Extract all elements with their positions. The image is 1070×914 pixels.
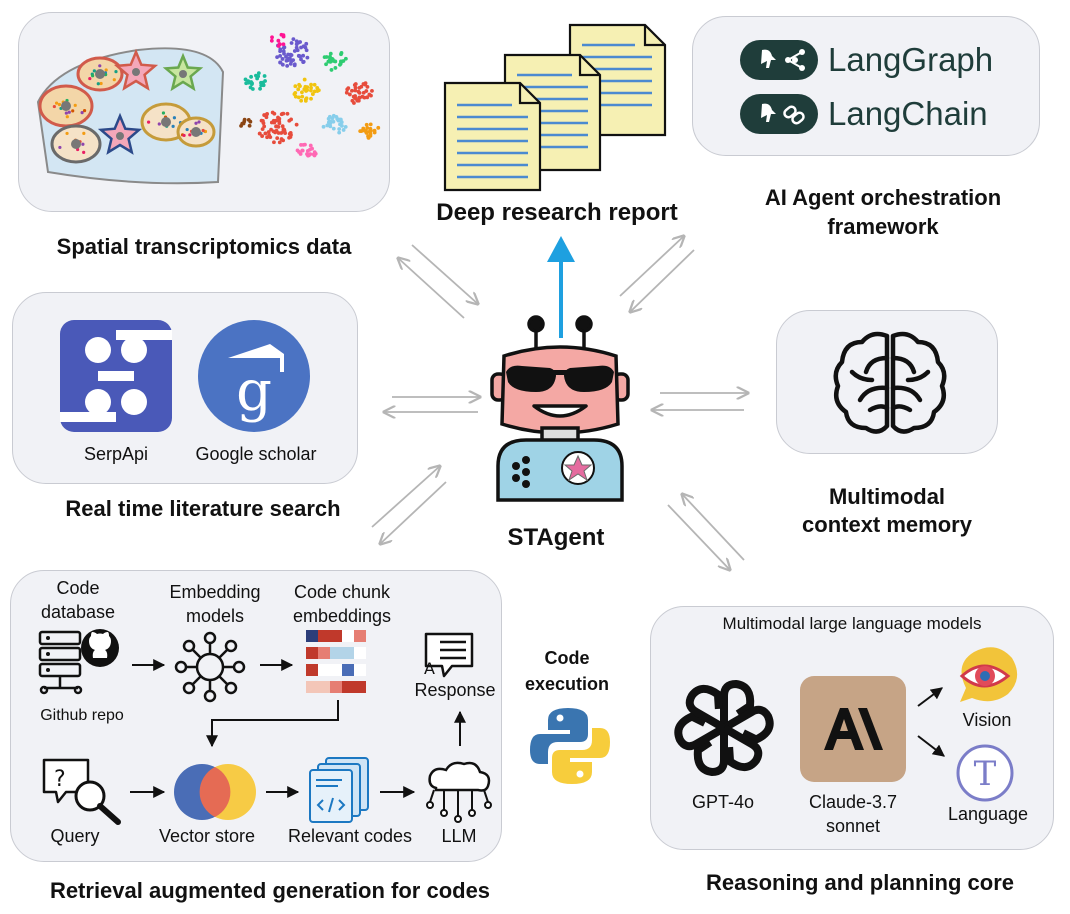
code-database-server-icon <box>38 630 83 695</box>
svg-text:T: T <box>974 754 997 794</box>
langchain-logo-icon <box>740 94 818 134</box>
relevant-codes-icon <box>309 757 369 823</box>
embedding-line1: Embedding <box>169 582 261 602</box>
vision-label: Vision <box>962 710 1012 730</box>
response-chat-icon: A <box>424 632 474 678</box>
google-scholar-logo-icon: g <box>198 320 310 432</box>
relevant-codes-label: Relevant codes <box>287 826 413 846</box>
tissue-section-illustration <box>36 47 225 185</box>
memory-title-line2: context memory <box>802 512 972 537</box>
reasoning-title: Reasoning and planning core <box>705 870 1015 895</box>
code-db-line2: database <box>40 602 116 622</box>
language-text-icon: T <box>956 744 1014 802</box>
stagent-name: STAgent <box>507 524 605 551</box>
code-execution-line1: Code <box>544 648 590 668</box>
memory-title-line1: Multimodal <box>828 484 946 509</box>
orchestration-title-line2: framework <box>827 214 939 239</box>
vector-store-icon <box>174 764 256 820</box>
vector-store-label: Vector store <box>158 826 256 846</box>
gpt-label: GPT-4o <box>691 792 755 812</box>
github-label: Github repo <box>40 707 124 724</box>
mllm-subtitle: Multimodal large language models <box>722 614 982 633</box>
claude-line1: Claude-3.7 <box>808 792 898 812</box>
langgraph-logo-icon <box>740 40 818 80</box>
query-label: Query <box>50 826 100 846</box>
chunk-line2: embeddings <box>292 606 392 626</box>
query-search-icon: ? <box>42 758 121 825</box>
literature-title: Real time literature search <box>65 496 341 521</box>
serpapi-label: SerpApi <box>83 444 149 464</box>
vision-eye-icon <box>959 647 1018 702</box>
svg-text:g: g <box>236 359 272 424</box>
orchestration-title-line1: AI Agent orchestration <box>764 185 1002 210</box>
svg-text:?: ? <box>54 767 66 792</box>
chunk-line1: Code chunk <box>293 582 391 602</box>
report-documents-icon <box>443 23 667 192</box>
embedding-line2: models <box>185 606 245 626</box>
langchain-label: LangChain <box>828 95 988 132</box>
rag-title: Retrieval augmented generation for codes <box>49 878 491 903</box>
serpapi-logo-icon <box>60 320 172 432</box>
spatial-title: Spatial transcriptomics data <box>56 234 352 259</box>
github-icon <box>81 629 119 667</box>
brain-icon <box>833 331 947 434</box>
svg-text:A: A <box>424 659 435 678</box>
claude-line2: sonnet <box>825 816 881 836</box>
llm-label: LLM <box>441 826 477 846</box>
anthropic-logo-icon <box>800 676 906 782</box>
report-title: Deep research report <box>436 199 678 226</box>
embedding-network-icon <box>174 631 246 703</box>
stagent-robot-icon <box>490 315 630 502</box>
cell-clusters-illustration <box>239 32 381 158</box>
code-execution-line2: execution <box>524 674 610 694</box>
language-label: Language <box>947 804 1029 824</box>
orchestration-panel <box>692 16 1040 156</box>
response-label: Response <box>414 680 496 700</box>
llm-cloud-icon <box>426 761 492 823</box>
google-scholar-label: Google scholar <box>195 444 317 464</box>
embedding-heatmap-icon <box>306 630 366 693</box>
python-logo-icon <box>530 708 610 784</box>
langgraph-label: LangGraph <box>828 41 994 78</box>
openai-logo-icon <box>674 680 774 776</box>
code-db-line1: Code <box>56 578 100 598</box>
